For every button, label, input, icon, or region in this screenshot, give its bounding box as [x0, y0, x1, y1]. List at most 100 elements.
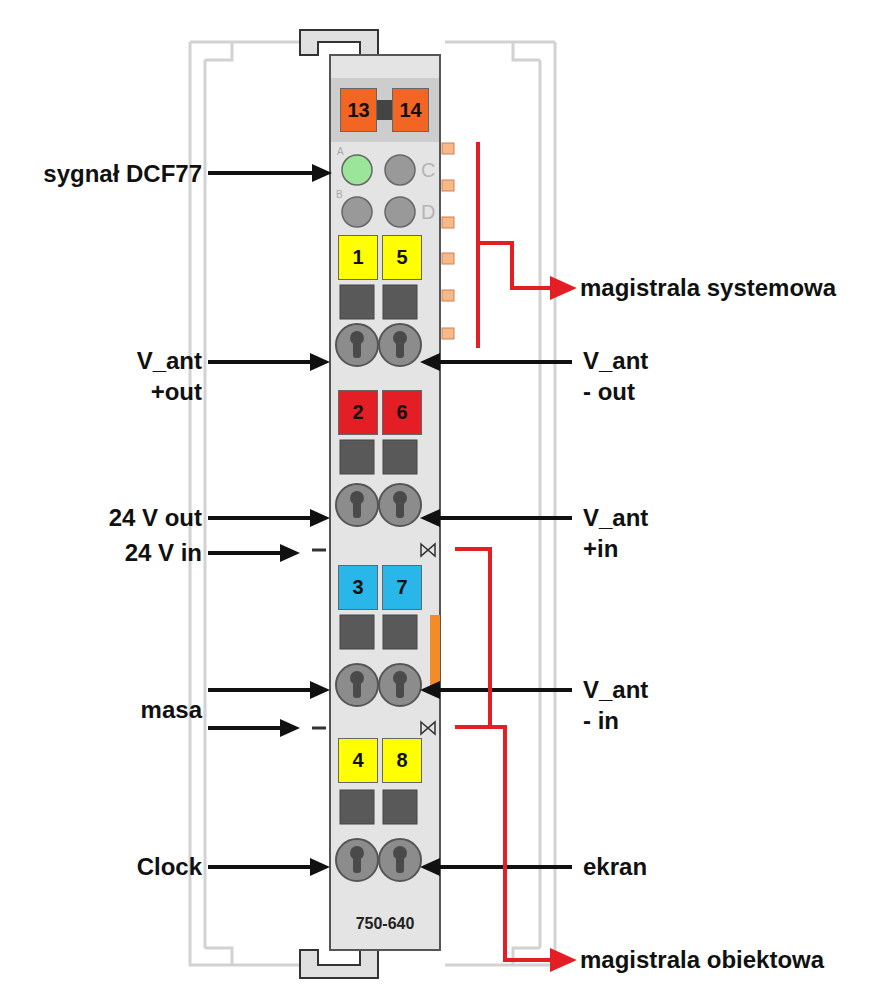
- bus-contact: [442, 328, 454, 339]
- arrow-line: [440, 516, 572, 520]
- arrow-line: [208, 726, 280, 730]
- status-led: [385, 155, 415, 185]
- terminal-number-text: 2: [352, 401, 363, 424]
- clamp-key: [396, 338, 404, 358]
- signal-label: sygnał DCF77: [8, 158, 202, 189]
- clamp-opening: [336, 484, 378, 526]
- arrow-line: [440, 360, 572, 364]
- arrow-head: [310, 681, 330, 699]
- release-button: [340, 440, 374, 474]
- module-housing: [331, 78, 439, 142]
- arrow-head: [420, 509, 440, 527]
- clamp-key: [353, 678, 361, 698]
- release-button: [383, 440, 417, 474]
- pin-label: 24 V out: [8, 502, 202, 533]
- clamp-opening: [379, 839, 421, 881]
- release-button: [340, 285, 374, 319]
- clamp-key: [396, 853, 404, 873]
- release-button: [340, 790, 374, 824]
- terminal-number-text: 4: [352, 749, 363, 772]
- arrow-head: [310, 509, 330, 527]
- bus-contact: [442, 217, 454, 228]
- terminal-number-text: 6: [396, 401, 407, 424]
- arrow-head: [552, 279, 572, 297]
- separator: [312, 550, 326, 728]
- pin-label: Clock: [8, 851, 202, 882]
- arrow-head: [280, 719, 300, 737]
- terminal-number-text: 7: [396, 576, 407, 599]
- terminal-number: 8: [382, 738, 422, 783]
- terminal-number: 3: [338, 565, 378, 610]
- arrow-line: [208, 688, 310, 692]
- arrow-line: [208, 865, 310, 869]
- bus-contact: [442, 143, 454, 154]
- bus-contact: [442, 143, 454, 339]
- module-housing: [300, 30, 440, 978]
- clamp-key: [353, 338, 361, 358]
- bus-contact: [442, 180, 454, 191]
- module-housing: [430, 615, 440, 690]
- clamp-opening: [379, 664, 421, 706]
- clamp-opening: [379, 324, 421, 366]
- status-led: [342, 155, 372, 185]
- arrow-line: [208, 516, 310, 520]
- separator: [312, 544, 435, 734]
- separator: [421, 544, 435, 734]
- status-led: [342, 155, 415, 227]
- module-number: 750-640: [330, 915, 440, 933]
- arrow-head: [310, 858, 330, 876]
- led-letter: D: [421, 200, 441, 224]
- clamp-opening: [336, 664, 378, 706]
- io-module: 750-640131415263748: [330, 55, 440, 950]
- arrow-line: [208, 551, 280, 555]
- bus-bracket: [455, 549, 560, 960]
- module-housing: [376, 100, 392, 120]
- arrow-line: [520, 286, 552, 290]
- terminal-number-text: 8: [396, 749, 407, 772]
- module-housing: [300, 950, 378, 978]
- terminal-number: 13: [340, 88, 377, 132]
- release-button: [383, 285, 417, 319]
- terminal-number: 4: [338, 738, 378, 783]
- release-button: [383, 615, 417, 649]
- arrow-head: [420, 353, 440, 371]
- module-housing: [330, 55, 440, 950]
- arrow-head: [420, 858, 440, 876]
- bus-bracket: [455, 142, 572, 969]
- pin-label: V_ant - out: [583, 345, 657, 407]
- terminal-number-text: 13: [347, 99, 369, 122]
- bus-bracket: [478, 142, 560, 348]
- terminal-number-text: 1: [352, 246, 363, 269]
- bus-contact: [442, 290, 454, 301]
- din-rail: [445, 42, 555, 965]
- pin-label: ekran: [583, 851, 703, 882]
- status-led: [385, 197, 415, 227]
- din-rail: [190, 42, 555, 965]
- arrow-line: [520, 958, 552, 962]
- clamp-key: [353, 498, 361, 518]
- arrow-head: [552, 951, 572, 969]
- pin-label: masa: [8, 694, 202, 725]
- din-rail: [190, 42, 300, 965]
- arrow-head: [420, 681, 440, 699]
- led-letter: A: [337, 146, 349, 158]
- clamp-opening: [336, 839, 378, 881]
- pointer-arrow: [208, 164, 572, 876]
- terminal-number: 14: [392, 88, 429, 132]
- arrow-line: [440, 688, 572, 692]
- bus-label: magistrala systemowa: [580, 272, 880, 303]
- clamp-opening: [336, 324, 378, 366]
- led-letter: C: [421, 158, 441, 182]
- arrow-head: [280, 544, 300, 562]
- terminal-number: 1: [338, 235, 378, 280]
- bus-contact: [442, 253, 454, 264]
- arrow-head: [312, 164, 332, 182]
- clamp-key: [396, 498, 404, 518]
- arrow-line: [208, 171, 312, 175]
- terminal-number: 7: [382, 565, 422, 610]
- pin-label: 24 V in: [8, 537, 202, 568]
- pin-label: V_ant +in: [583, 502, 657, 564]
- status-led: [342, 197, 372, 227]
- terminal-number: 5: [382, 235, 422, 280]
